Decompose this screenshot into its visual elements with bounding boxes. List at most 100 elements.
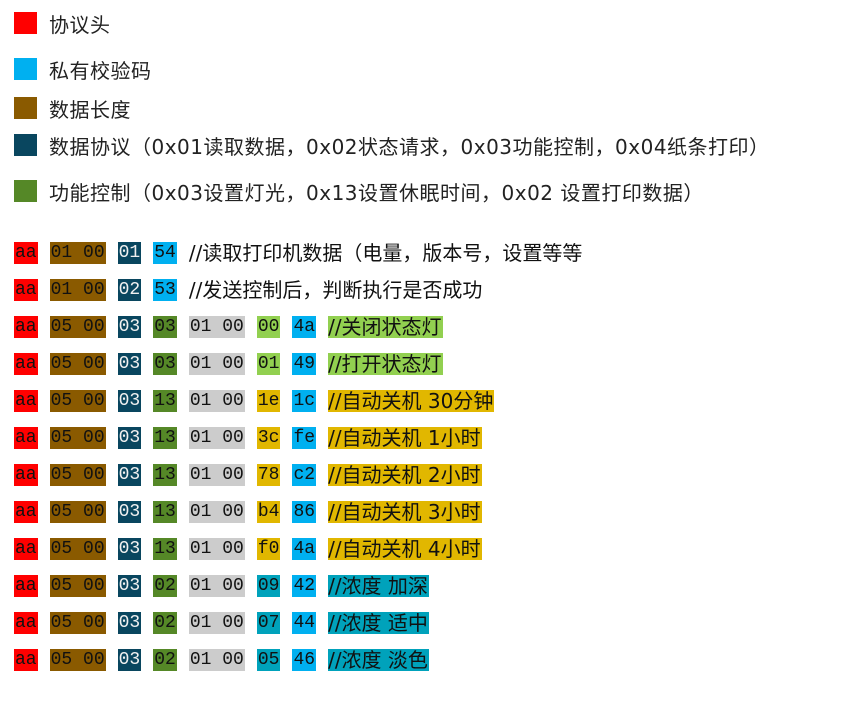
hex-byte-field: aa [14,649,38,671]
hex-byte-field: 01 00 [188,538,245,560]
legend-item: 数据长度 [14,96,131,122]
hex-byte-field: 4a [292,316,317,338]
hex-byte-field: 13 [153,464,177,486]
legend-swatch [14,97,37,119]
hex-byte-field: 03 [153,316,177,338]
hex-byte-field: 42 [292,575,317,597]
legend-item: 协议头 [14,11,111,37]
hex-byte-field: 44 [292,612,317,634]
hex-byte-field: aa [14,316,38,338]
hex-byte-field: 05 [256,649,281,671]
hex-byte-field: 01 [117,242,142,264]
hex-byte-field: 53 [153,279,177,301]
hex-byte-field: aa [14,242,38,264]
command-comment: //关闭状态灯 [328,315,443,339]
hex-byte-field: 03 [117,427,142,449]
hex-byte-field: 03 [153,353,177,375]
hex-byte-field: aa [14,501,38,523]
hex-byte-field: 02 [117,279,142,301]
hex-byte-field: 03 [117,612,142,634]
hex-byte-field: 01 00 [188,427,245,449]
hex-byte-field: 3c [256,427,281,449]
hex-byte-field: 05 00 [49,427,106,449]
command-comment: //浓度 淡色 [328,648,429,672]
command-row: aa 01 00 01 54 //读取打印机数据（电量，版本号，设置等等 [14,242,583,264]
hex-byte-field: aa [14,390,38,412]
hex-byte-field: 05 00 [49,316,106,338]
hex-byte-field: 1e [256,390,281,412]
hex-byte-field: 09 [256,575,281,597]
hex-byte-field: 03 [117,353,142,375]
command-row: aa 05 00 03 03 01 00 01 49 //打开状态灯 [14,353,443,375]
hex-byte-field: 01 00 [49,242,106,264]
command-comment: //自动关机 1小时 [328,426,482,450]
hex-byte-field: 03 [117,538,142,560]
hex-byte-field: 01 00 [188,353,245,375]
hex-byte-field: 07 [256,612,281,634]
hex-byte-field: aa [14,538,38,560]
legend-swatch [14,180,37,202]
hex-byte-field: 13 [153,538,177,560]
hex-byte-field: 05 00 [49,575,106,597]
command-comment: //打开状态灯 [328,352,443,376]
hex-byte-field: aa [14,575,38,597]
legend-swatch [14,12,37,34]
hex-byte-field: 01 00 [188,612,245,634]
hex-byte-field: 03 [117,316,142,338]
hex-byte-field: 05 00 [49,501,106,523]
legend-label: 数据长度 [49,97,131,122]
hex-byte-field: 01 00 [188,575,245,597]
legend-label: 私有校验码 [49,58,152,83]
command-comment: //读取打印机数据（电量，版本号，设置等等 [188,241,583,265]
hex-byte-field: c2 [292,464,317,486]
hex-byte-field: 4a [292,538,317,560]
hex-byte-field: 01 00 [188,649,245,671]
hex-byte-field: 13 [153,390,177,412]
hex-byte-field: 46 [292,649,317,671]
hex-byte-field: aa [14,279,38,301]
hex-byte-field: 01 [256,353,281,375]
hex-byte-field: 03 [117,649,142,671]
hex-byte-field: 13 [153,427,177,449]
hex-byte-field: 03 [117,501,142,523]
legend-item: 私有校验码 [14,57,152,83]
hex-byte-field: 05 00 [49,390,106,412]
command-comment: //自动关机 30分钟 [328,389,495,413]
hex-byte-field: 05 00 [49,353,106,375]
hex-byte-field: 01 00 [49,279,106,301]
hex-byte-field: fe [292,427,317,449]
hex-byte-field: 03 [117,575,142,597]
hex-byte-field: 05 00 [49,649,106,671]
command-row: aa 05 00 03 02 01 00 05 46 //浓度 淡色 [14,649,429,671]
hex-byte-field: 01 00 [188,464,245,486]
hex-byte-field: aa [14,464,38,486]
hex-byte-field: 02 [153,649,177,671]
hex-byte-field: 05 00 [49,538,106,560]
hex-byte-field: 86 [292,501,317,523]
hex-byte-field: 13 [153,501,177,523]
legend-item: 功能控制（0x03设置灯光，0x13设置休眠时间，0x02 设置打印数据） [14,179,704,205]
hex-byte-field: aa [14,612,38,634]
legend-item: 数据协议（0x01读取数据，0x02状态请求，0x03功能控制，0x04纸条打印… [14,133,770,159]
hex-byte-field: 01 00 [188,390,245,412]
command-comment: //浓度 加深 [328,574,429,598]
legend-label: 功能控制（0x03设置灯光，0x13设置休眠时间，0x02 设置打印数据） [49,180,704,205]
command-comment: //自动关机 2小时 [328,463,482,487]
hex-byte-field: 54 [153,242,177,264]
hex-byte-field: 49 [292,353,317,375]
hex-byte-field: 02 [153,612,177,634]
legend-swatch [14,134,37,156]
hex-byte-field: 00 [256,316,281,338]
command-comment: //自动关机 4小时 [328,537,482,561]
legend-label: 数据协议（0x01读取数据，0x02状态请求，0x03功能控制，0x04纸条打印… [49,134,770,159]
legend-label: 协议头 [49,12,111,37]
hex-byte-field: aa [14,353,38,375]
